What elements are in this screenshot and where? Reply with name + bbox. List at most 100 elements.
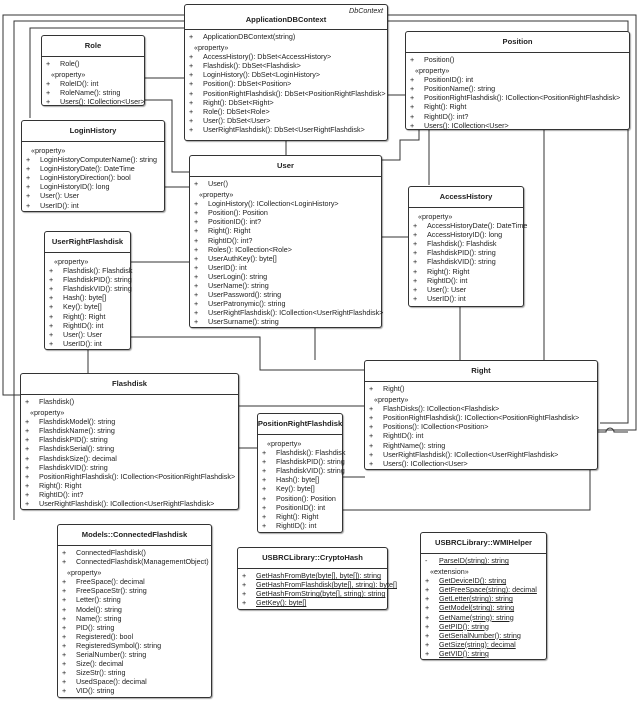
visibility-marker: + (413, 275, 418, 285)
class-property: +Right(): Right (261, 512, 339, 521)
class-property: +FlashdiskPID(): string (261, 457, 345, 466)
member-signature: Registered(): bool (76, 631, 134, 641)
visibility-marker: + (26, 200, 31, 210)
class-header: AccessHistory (409, 187, 523, 208)
visibility-marker: + (62, 659, 67, 669)
class-property: +FlashdiskVID(): string (261, 466, 345, 475)
class-header: USBRCLibrary::WMIHelper (421, 533, 546, 554)
member-signature: LoginHistoryComputerName(): string (40, 155, 158, 165)
member-signature: AccessHistory(): DbSet<AccessHistory> (203, 52, 332, 62)
visibility-marker: + (26, 164, 31, 174)
class-positionrightflashdisk[interactable]: PositionRightFlashdisk «property»+Flashd… (257, 413, 346, 533)
member-signature: PositionID(): int (276, 502, 326, 512)
class-operation: -ParseID(string): string (424, 556, 543, 565)
class-property: +Users(): ICollection<User> (409, 121, 626, 130)
class-right[interactable]: Right +Right()«property»+FlashDisks(): I… (364, 360, 598, 470)
visibility-marker: + (189, 106, 194, 116)
member-signature: UserName(): string (208, 281, 269, 291)
visibility-marker: + (262, 520, 267, 530)
class-role[interactable]: Role +Role()«property»+RoleID(): int+Rol… (41, 35, 145, 106)
member-signature: UserSurname(): string (208, 317, 279, 327)
member-signature: ConnectedFlashdisk(ManagementObject) (76, 557, 209, 567)
class-connectedflashdisk[interactable]: Models::ConnectedFlashdisk +ConnectedFla… (57, 524, 212, 698)
visibility-marker: + (425, 585, 430, 595)
class-accesshistory[interactable]: AccessHistory «property»+AccessHistoryDa… (408, 186, 527, 307)
member-signature: Flashdisk(): DbSet<Flashdisk> (203, 61, 301, 71)
class-property: +RightID(): int? (24, 490, 235, 499)
member-signature: FlashdiskPID(): string (427, 248, 496, 258)
member-signature: RightID(): int (427, 275, 468, 285)
class-property: +Right(): Right (24, 481, 235, 490)
class-applicationdbcontext[interactable]: DbContext ApplicationDBContext +Applicat… (184, 4, 388, 141)
class-property: +FlashDisks(): ICollection<Flashdisk> (368, 404, 594, 413)
visibility-marker: + (194, 244, 199, 254)
class-name: LoginHistory (69, 126, 117, 136)
visibility-marker: + (194, 262, 199, 272)
member-signature: FlashdiskSerial(): string (39, 444, 115, 454)
visibility-marker: + (413, 293, 418, 303)
class-property: + RightID(): int (412, 276, 520, 285)
member-signature: Key(): byte[] (276, 484, 315, 494)
member-signature: Flashdisk() (39, 397, 75, 406)
class-property: +User(): DbSet<User> (188, 116, 384, 125)
class-wmihelper[interactable]: USBRCLibrary::WMIHelper -ParseID(string)… (420, 532, 547, 660)
class-property: +UserAuthKey(): byte[] (193, 254, 378, 263)
visibility-marker: + (46, 79, 51, 89)
member-signature: Position(): Position (208, 208, 268, 218)
class-property: +UserRightFlashdisk(): ICollection<UserR… (24, 499, 235, 508)
class-cryptohash[interactable]: USBRCLibrary::CryptoHash +GetHashFromByt… (237, 547, 397, 610)
visibility-marker: + (26, 182, 31, 192)
member-signature: PositionRightFlashdisk(): ICollection<Po… (39, 471, 236, 481)
member-signature: LoginHistoryID(): long (40, 182, 110, 192)
visibility-marker: + (26, 191, 31, 201)
class-stereotype: DbContext (349, 6, 383, 15)
class-name: UserRightFlashdisk (51, 237, 124, 247)
class-members: «property»+Flashdisk(): Flashdisk+Flashd… (258, 435, 346, 532)
class-property: +UserRightFlashdisk(): DbSet<UserRightFl… (188, 125, 384, 134)
class-property: +Model(): string (61, 605, 208, 614)
member-signature: UserID(): int (40, 200, 79, 210)
connector-context-right (387, 20, 629, 424)
class-property: +Hash(): byte[] (48, 293, 127, 302)
class-property: +Name(): string (61, 614, 208, 623)
class-members: +Role()«property»+RoleID(): int+RoleName… (42, 57, 145, 108)
class-user[interactable]: User +User()«property»+LoginHistory(): I… (189, 155, 383, 328)
class-position[interactable]: Position +Position()«property»+PositionI… (405, 31, 630, 130)
member-signature: Hash(): byte[] (63, 293, 107, 303)
visibility-marker: + (413, 266, 418, 276)
class-property: +UserLogin(): string (193, 272, 378, 281)
class-property: +RightID(): int (261, 521, 339, 530)
member-signature: GetSize(string): decimal (439, 639, 516, 649)
class-members: «property»+LoginHistoryComputerName(): s… (22, 142, 164, 212)
visibility-marker: + (369, 384, 374, 393)
visibility-marker: + (62, 586, 67, 596)
member-signature: FlashdiskVID(): string (276, 466, 345, 476)
member-signature: FlashdiskVID(): string (427, 257, 496, 267)
visibility-marker: + (242, 571, 247, 580)
member-signature: PositionRightFlashdisk(): DbSet<Position… (203, 88, 386, 98)
visibility-marker: + (242, 589, 247, 599)
class-property: +Letter(): string (61, 595, 208, 604)
class-property: +UserName(): string (193, 281, 378, 290)
class-flashdisk[interactable]: Flashdisk +Flashdisk()«property»+Flashdi… (20, 373, 239, 510)
class-loginhistory[interactable]: LoginHistory «property»+LoginHistoryComp… (21, 120, 165, 212)
member-signature: GetHashFromString(byte[], string): strin… (256, 589, 386, 599)
class-property: +Positions(): ICollection<Position> (368, 422, 594, 431)
class-property: +PositionID(): int (261, 503, 339, 512)
class-property: +User(): User (412, 285, 520, 294)
member-signature: GetFreeSpace(string): decimal (439, 585, 537, 595)
visibility-marker: + (25, 462, 30, 472)
class-userrightflashdisk[interactable]: UserRightFlashdisk «property»+Flashdisk(… (44, 231, 133, 350)
class-members: -ParseID(string): string«extension»+GetD… (421, 554, 546, 660)
member-signature: UserRightFlashdisk(): DbSet<UserRightFla… (203, 124, 365, 134)
class-header: USBRCLibrary::CryptoHash (238, 548, 387, 569)
member-signature: RightID(): int? (208, 235, 253, 245)
member-signature: Flashdisk(): Flashdisk (276, 448, 346, 458)
class-property: +UserSurname(): string (193, 317, 378, 326)
member-signature: RightID(): int (383, 431, 424, 441)
class-property: +RightID(): int (368, 431, 594, 440)
class-property: +GetModel(string): string (424, 603, 543, 612)
class-operation: +Role() (45, 59, 141, 68)
member-signature: Position(): Position (276, 493, 336, 503)
visibility-marker: + (49, 302, 54, 312)
